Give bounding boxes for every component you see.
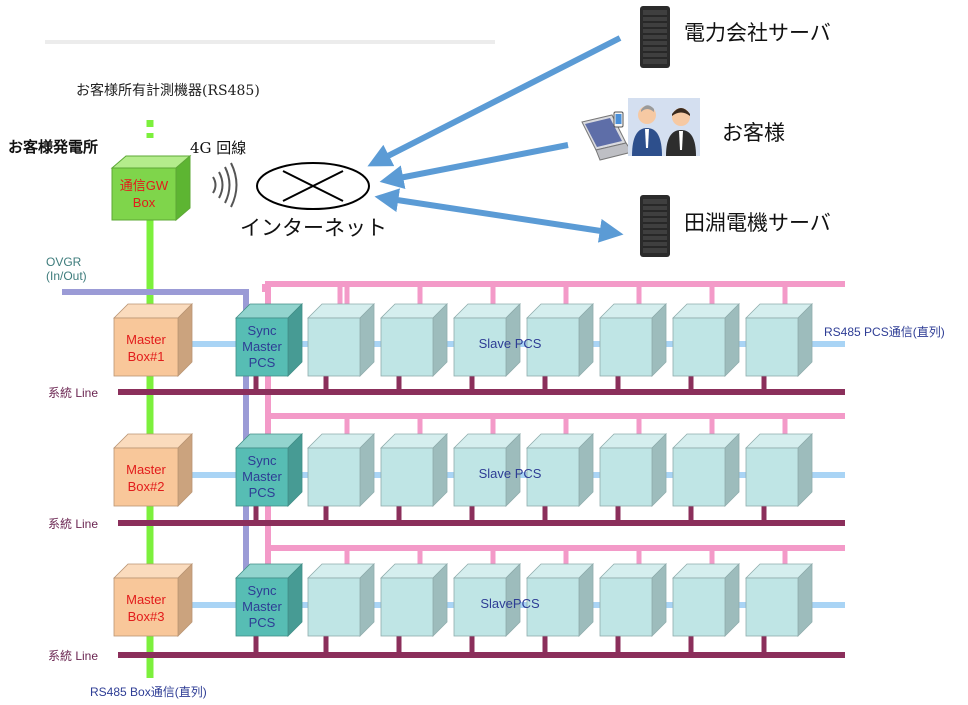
internet-node-icon [256, 162, 370, 210]
sync-master-pcs-box [235, 433, 303, 507]
slave-pcs-box [526, 433, 594, 507]
slave-pcs-box [380, 563, 448, 637]
master-box-label-line2: Box#1 [128, 349, 165, 364]
sync-master-pcs-label: Master [242, 339, 282, 354]
slave-pcs-box [307, 563, 375, 637]
plant-label: お客様発電所 [8, 138, 98, 156]
master-box [113, 563, 193, 637]
power-company-server-label: 電力会社サーバ [684, 21, 831, 45]
gw-box-label-line2: Box [133, 195, 156, 210]
ovgr-label-line1: OVGR [46, 255, 82, 269]
slave-pcs-box [599, 563, 667, 637]
master-box-label-line1: Master [126, 592, 166, 607]
slave-pcs-box [672, 303, 740, 377]
sync-master-pcs-label: Sync [248, 453, 277, 468]
slave-pcs-box [672, 433, 740, 507]
slave-pcs-box [307, 303, 375, 377]
slave-pcs-box [599, 303, 667, 377]
slave-pcs-box [380, 303, 448, 377]
slave-pcs-label: SlavePCS [480, 596, 540, 611]
sync-master-pcs-box [235, 303, 303, 377]
master-box-label-line1: Master [126, 462, 166, 477]
slave-pcs-box [745, 433, 813, 507]
grid-line-label-1: 系統 Line [48, 386, 98, 400]
grid-line-label-2: 系統 Line [48, 517, 98, 531]
sync-master-pcs-label: Master [242, 469, 282, 484]
equipment-boxes [113, 303, 813, 637]
server-icon [640, 6, 670, 68]
connection-arrows [367, 35, 624, 243]
master-box [113, 433, 193, 507]
slave-pcs-box [526, 563, 594, 637]
users-icon [628, 98, 700, 156]
arrow-from-customer [379, 142, 569, 190]
slave-pcs-box [453, 433, 521, 507]
grid-line-group [118, 376, 845, 658]
sync-master-pcs-box [235, 563, 303, 637]
slave-pcs-label: Slave PCS [479, 466, 542, 481]
line-4g-label: 4G 回線 [190, 139, 246, 157]
sync-master-pcs-label: PCS [249, 355, 276, 370]
tabuchi-server-label: 田淵電機サーバ [684, 211, 831, 235]
sync-master-pcs-label: Sync [248, 583, 277, 598]
sync-master-pcs-label: PCS [249, 485, 276, 500]
ovgr-label-line2: (In/Out) [46, 269, 87, 283]
slave-pcs-box [307, 433, 375, 507]
master-box-label-line2: Box#2 [128, 479, 165, 494]
master-box-label-line2: Box#3 [128, 609, 165, 624]
internet-label: インターネット [240, 216, 387, 240]
pink-tap-group [337, 284, 788, 564]
slave-pcs-box [380, 433, 448, 507]
slave-pcs-box [745, 303, 813, 377]
customer-label: お客様 [722, 121, 785, 145]
slave-pcs-box [745, 563, 813, 637]
slave-pcs-box [453, 303, 521, 377]
laptop-icon [581, 111, 633, 161]
arrow-from-power-company [367, 35, 622, 167]
slave-pcs-box [453, 563, 521, 637]
master-box-label-line1: Master [126, 332, 166, 347]
slave-pcs-label: Slave PCS [479, 336, 542, 351]
server-icon [640, 195, 670, 257]
grid-tap-group [253, 376, 767, 655]
rs485-box-label: RS485 Box通信(直列) [90, 685, 207, 699]
wireless-signal-icon [212, 162, 238, 208]
rs485-pcs-label: RS485 PCS通信(直列) [824, 325, 945, 339]
customer-meter-label: お客様所有計測機器(RS485) [76, 82, 260, 99]
slave-pcs-box [672, 563, 740, 637]
slave-pcs-box [599, 433, 667, 507]
sync-master-pcs-label: PCS [249, 615, 276, 630]
sync-master-pcs-label: Sync [248, 323, 277, 338]
master-box [113, 303, 193, 377]
grid-line-label-3: 系統 Line [48, 649, 98, 663]
gw-box-label-line1: 通信GW [120, 178, 169, 193]
slave-pcs-box [526, 303, 594, 377]
arrow-tabuchi-bidirectional [374, 188, 624, 243]
sync-master-pcs-label: Master [242, 599, 282, 614]
gw-box: 通信GW Box [110, 154, 192, 222]
